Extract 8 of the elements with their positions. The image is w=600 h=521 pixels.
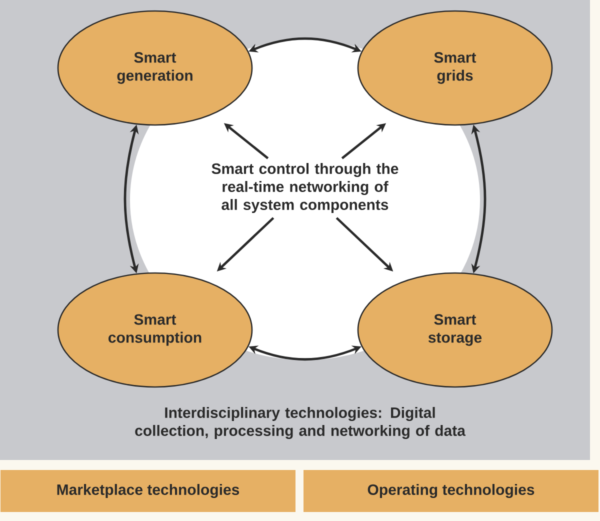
ellipse-node: Smart generation	[57, 10, 253, 126]
ellipse-node: Smart consumption	[57, 272, 253, 388]
ellipse-node: Smart storage	[357, 272, 553, 388]
caption-text: Interdisciplinary technologies: Digital collection, processing and networking of data	[135, 406, 466, 440]
technology-bar: Marketplace technologies	[0, 470, 296, 512]
technology-bar: Operating technologies	[304, 470, 598, 512]
ellipse-node: Smart grids	[357, 10, 553, 126]
center-text: Smart control through the real-time networking of all system components	[212, 163, 398, 213]
